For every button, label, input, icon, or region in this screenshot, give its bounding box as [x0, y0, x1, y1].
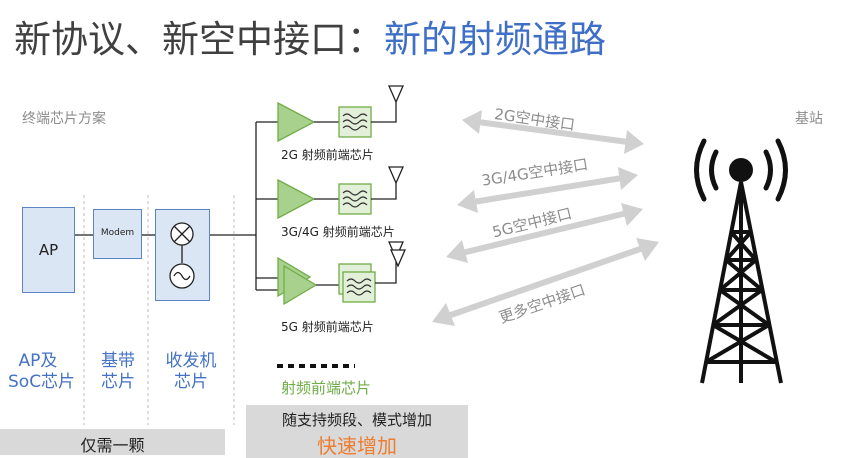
terminal-section-label: 终端芯片方案	[22, 111, 106, 127]
increase-note-text: 随支持频段、模式增加	[281, 411, 432, 429]
filter-icon-2	[342, 271, 376, 303]
ap-soc-label-line1: AP及	[18, 351, 58, 371]
antenna-icon	[388, 85, 404, 104]
rf-label-2g: 2G 射频前端芯片	[281, 148, 374, 162]
fast-increase-text: 快速增加	[317, 434, 397, 458]
only-one-text: 仅需一颗	[80, 436, 145, 455]
mixer-icon	[170, 222, 194, 246]
title-accent: 新的射频通路	[384, 18, 606, 61]
amplifier-icon-2	[283, 264, 318, 306]
ap-chip-label: AP	[38, 241, 59, 259]
page-title: 新协议、新空中接口：新的射频通路	[14, 18, 606, 62]
rf-path-3g4g	[277, 166, 404, 220]
rf-front-end-label: 射频前端芯片	[281, 379, 372, 397]
rf-path-5g	[277, 241, 406, 306]
oscillator-icon	[169, 263, 195, 289]
amplifier-icon	[277, 101, 316, 143]
antenna-icon-2	[390, 249, 406, 268]
rapid-increase-banner: 随支持频段、模式增加 快速增加	[246, 405, 468, 458]
signal-lines	[75, 121, 278, 291]
rf-label-3g4g: 3G/4G 射频前端芯片	[281, 225, 395, 239]
amplifier-icon	[277, 178, 316, 220]
antenna-icon	[388, 166, 404, 185]
base-station-label: 基站	[795, 111, 823, 127]
rf-path-2g	[277, 85, 404, 143]
air-arrow-2g	[462, 110, 644, 154]
transceiver-label-line1: 收发机	[165, 351, 217, 371]
baseband-label: 基带 芯片	[96, 351, 140, 393]
baseband-label-line1: 基带	[101, 351, 135, 371]
transceiver-label: 收发机 芯片	[161, 351, 221, 393]
ap-soc-label: AP及 SoC芯片	[8, 351, 76, 393]
modem-chip: Modem	[93, 209, 142, 259]
rf-label-5g: 5G 射频前端芯片	[281, 320, 374, 334]
filter-icon	[338, 106, 372, 138]
section-dividers	[83, 195, 235, 425]
baseband-label-line2: 芯片	[101, 372, 135, 392]
air-arrow-more	[432, 238, 659, 326]
modem-chip-label: Modem	[100, 228, 135, 238]
only-one-banner: 仅需一颗	[0, 429, 225, 455]
ap-chip: AP	[22, 207, 75, 293]
tower-icon	[694, 138, 788, 384]
air-interface-arrows	[432, 110, 659, 326]
transceiver-label-line2: 芯片	[174, 372, 208, 392]
ap-soc-label-line2: SoC芯片	[8, 372, 76, 392]
air-arrow-5g	[446, 203, 643, 263]
title-main: 新协议、新空中接口：	[14, 18, 384, 61]
air-arrow-3g4g	[457, 167, 638, 213]
